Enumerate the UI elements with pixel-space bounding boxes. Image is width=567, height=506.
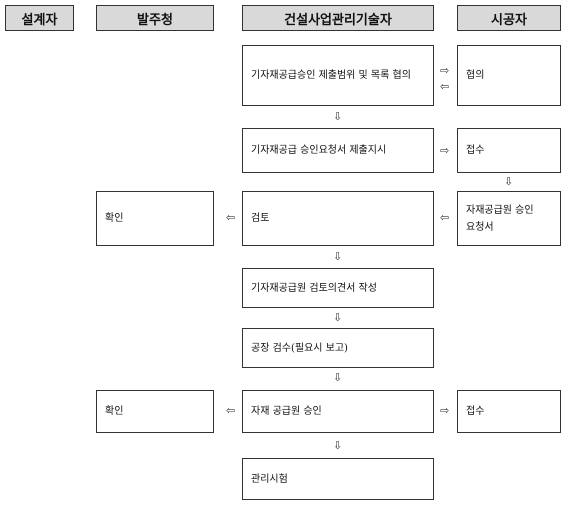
- arrow-left-icon: ⇦: [226, 404, 236, 417]
- box-contractor-consult: 협의: [457, 45, 561, 106]
- box-cm-review: 검토: [242, 191, 434, 246]
- box-cm-review-label: 검토: [251, 213, 270, 224]
- box-contractor-receive-1: 접수: [457, 128, 561, 173]
- header-cm-engineer: 건설사업관리기술자: [242, 5, 434, 31]
- box-contractor-receive-1-label: 접수: [466, 145, 485, 156]
- header-designer: 설계자: [5, 5, 74, 31]
- box-contractor-receive-2-label: 접수: [466, 406, 485, 417]
- box-cm-factory-inspection: 공장 검수(필요시 보고): [242, 328, 434, 368]
- box-cm-test: 관리시험: [242, 458, 434, 500]
- box-cm-opinion-label: 기자재공급원 검토의견서 작성: [251, 282, 377, 294]
- box-contractor-request-label: 자재공급원 승인요청서: [466, 204, 534, 233]
- box-contractor-receive-2: 접수: [457, 390, 561, 433]
- header-contractor: 시공자: [457, 5, 561, 31]
- arrow-left-icon: ⇦: [440, 211, 450, 224]
- arrow-right-icon: ⇨: [440, 404, 450, 417]
- arrow-down-icon: ⇩: [333, 371, 343, 384]
- box-cm-test-label: 관리시험: [251, 473, 288, 485]
- arrow-down-icon: ⇩: [333, 439, 343, 452]
- box-cm-submit-instruct-label: 기자재공급 승인요청서 제출지시: [251, 145, 387, 156]
- box-cm-submit-instruct: 기자재공급 승인요청서 제출지시: [242, 128, 434, 173]
- box-cm-approve: 자재 공급원 승인: [242, 390, 434, 433]
- box-cm-factory-inspection-label: 공장 검수(필요시 보고): [251, 342, 348, 354]
- arrow-down-icon: ⇩: [333, 110, 343, 123]
- arrow-right-icon: ⇨: [440, 144, 450, 157]
- box-contractor-request: 자재공급원 승인요청서: [457, 191, 561, 246]
- box-cm-opinion: 기자재공급원 검토의견서 작성: [242, 268, 434, 308]
- box-client-confirm-2-label: 확인: [105, 406, 124, 417]
- box-cm-scope-consult: 기자재공급승인 제출범위 및 목록 협의: [242, 45, 434, 106]
- arrow-left-icon: ⇦: [226, 211, 236, 224]
- arrow-left-icon: ⇦: [440, 80, 450, 93]
- box-client-confirm-1: 확인: [96, 191, 214, 246]
- arrow-right-icon: ⇨: [440, 64, 450, 77]
- arrow-down-icon: ⇩: [333, 311, 343, 324]
- arrow-down-icon: ⇩: [333, 250, 343, 263]
- arrow-down-icon: ⇩: [504, 175, 514, 188]
- box-cm-approve-label: 자재 공급원 승인: [251, 406, 322, 417]
- box-contractor-consult-label: 협의: [466, 70, 485, 81]
- box-client-confirm-1-label: 확인: [105, 213, 124, 224]
- box-client-confirm-2: 확인: [96, 390, 214, 433]
- box-cm-scope-consult-label: 기자재공급승인 제출범위 및 목록 협의: [251, 70, 411, 81]
- header-client: 발주청: [96, 5, 214, 31]
